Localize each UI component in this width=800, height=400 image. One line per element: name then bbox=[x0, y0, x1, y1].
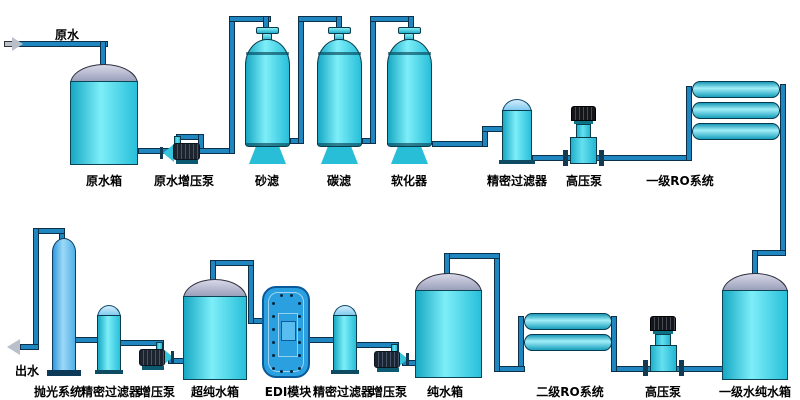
pipe bbox=[20, 344, 39, 350]
booster-pump-2-cone bbox=[162, 348, 173, 366]
pipe bbox=[33, 228, 39, 350]
edi-center-frame bbox=[278, 313, 298, 357]
polishing-system-base bbox=[47, 370, 81, 376]
pipe bbox=[229, 16, 235, 154]
bp2-flange bbox=[171, 351, 174, 363]
pipe bbox=[370, 16, 376, 144]
pipe bbox=[73, 337, 99, 343]
precision-filter-3 bbox=[97, 315, 121, 373]
hp1-coupling bbox=[574, 120, 593, 124]
precision-filter-2 bbox=[333, 315, 357, 373]
stage2-ro-membrane-1 bbox=[524, 313, 612, 330]
inlet-arrowhead-icon bbox=[12, 37, 23, 51]
label-booster-pump-1: 增压泵 bbox=[370, 385, 408, 399]
label-raw-water-tank: 原水箱 bbox=[85, 174, 123, 188]
pipe bbox=[298, 16, 304, 144]
precision-filter-1 bbox=[502, 110, 532, 163]
carbon-filter-skirt bbox=[321, 147, 358, 164]
booster-pump-1-motor bbox=[374, 351, 400, 368]
precision-filter-1-base bbox=[499, 160, 535, 164]
sand-filter-vessel bbox=[245, 39, 290, 147]
booster-pump-2-motor bbox=[139, 349, 165, 366]
pipe bbox=[210, 260, 254, 266]
label-edi-module: EDI模块 bbox=[264, 385, 312, 399]
softener-vessel bbox=[387, 39, 432, 147]
pipe bbox=[432, 141, 488, 147]
edi-module bbox=[262, 286, 310, 378]
raw-water-tank bbox=[70, 81, 138, 165]
bp1-flange bbox=[406, 353, 409, 365]
outlet-arrowhead-icon bbox=[7, 339, 20, 355]
stage1-ro-membrane-3 bbox=[692, 123, 780, 140]
pipe bbox=[248, 260, 254, 324]
label-high-pressure-pump-2: 高压泵 bbox=[644, 385, 682, 399]
stage1-pure-water-tank bbox=[722, 290, 788, 380]
pure-water-tank bbox=[415, 290, 482, 378]
label-precision-filter-2: 精密过滤器 bbox=[312, 385, 374, 399]
carbon-filter-vessel bbox=[317, 39, 362, 147]
raw-water-booster-pump-motor bbox=[173, 143, 200, 160]
high-pressure-pump-1-body bbox=[570, 137, 597, 164]
bp2-base bbox=[142, 366, 164, 370]
label-booster-pump-2: 增压泵 bbox=[138, 385, 176, 399]
hp1-flange-right bbox=[599, 150, 604, 166]
high-pressure-pump-1-neck bbox=[576, 124, 591, 138]
pipe bbox=[494, 253, 500, 372]
ultrapure-water-tank bbox=[183, 296, 247, 380]
label-raw-water-booster-pump: 原水增压泵 bbox=[153, 174, 215, 188]
hp2-coupling bbox=[653, 330, 673, 334]
label-stage1-ro-system: 一级RO系统 bbox=[646, 174, 714, 188]
pump-flange bbox=[160, 147, 163, 159]
high-pressure-pump-2-body bbox=[650, 345, 677, 372]
hp2-flange-left bbox=[643, 360, 648, 376]
pipe bbox=[686, 86, 692, 161]
sand-filter-skirt bbox=[249, 147, 286, 164]
pipe bbox=[308, 337, 335, 343]
softener-skirt bbox=[391, 147, 428, 164]
hp1-flange-left bbox=[563, 150, 568, 166]
bp1-base bbox=[377, 368, 399, 372]
stage1-ro-membrane-1 bbox=[692, 81, 780, 98]
edi-center-square bbox=[281, 321, 296, 341]
label-high-pressure-pump-1: 高压泵 bbox=[565, 174, 603, 188]
raw-water-booster-pump-cone bbox=[163, 144, 174, 162]
label-precision-filter-1: 精密过滤器 bbox=[486, 174, 548, 188]
pipe bbox=[229, 16, 271, 22]
label-ultrapure-water-tank: 超纯水箱 bbox=[190, 385, 240, 399]
hp2-flange-right bbox=[679, 360, 684, 376]
label-softener: 软化器 bbox=[390, 174, 428, 188]
pipe bbox=[496, 366, 525, 372]
high-pressure-pump-1-motor bbox=[571, 106, 596, 121]
precision-filter-2-base bbox=[331, 370, 359, 374]
pipe bbox=[780, 84, 786, 256]
label-stage2-ro-system: 二级RO系统 bbox=[536, 385, 604, 399]
label-inlet: 原水 bbox=[54, 28, 80, 42]
pipe bbox=[482, 126, 504, 132]
booster-pump-1-cone bbox=[397, 350, 408, 368]
label-stage1-pure-water-tank: 一级水纯水箱 bbox=[718, 385, 792, 399]
label-outlet: 出水 bbox=[14, 364, 40, 378]
pump-base bbox=[176, 160, 198, 164]
label-pure-water-tank: 纯水箱 bbox=[426, 385, 464, 399]
inlet-arrow-icon bbox=[4, 41, 13, 47]
pipe bbox=[611, 316, 617, 372]
edi-inner-outline bbox=[268, 292, 304, 372]
stage1-ro-membrane-2 bbox=[692, 102, 780, 119]
pipe bbox=[518, 316, 524, 372]
label-carbon-filter: 碳滤 bbox=[326, 174, 352, 188]
precision-filter-3-base bbox=[95, 370, 123, 374]
label-precision-filter-3: 精密过滤器 bbox=[80, 385, 142, 399]
stage2-ro-membrane-2 bbox=[524, 334, 612, 351]
pipe bbox=[532, 155, 692, 161]
label-polishing-system: 抛光系统 bbox=[33, 385, 83, 399]
pipe bbox=[444, 253, 500, 259]
label-sand-filter: 砂滤 bbox=[254, 174, 280, 188]
polishing-system-column bbox=[52, 238, 76, 372]
high-pressure-pump-2-motor bbox=[650, 316, 676, 331]
